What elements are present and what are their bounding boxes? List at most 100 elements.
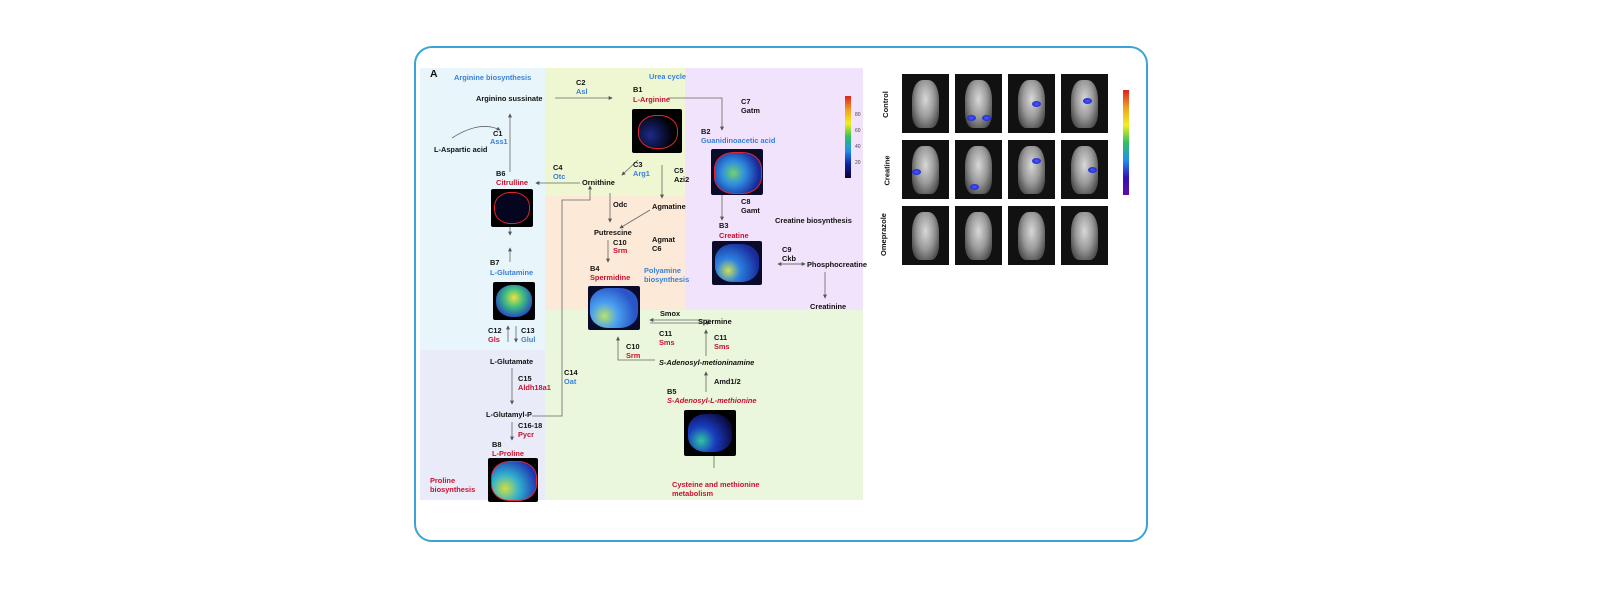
mouse-image [1061,206,1108,265]
b2-name: Guanidinoacetic acid [701,136,776,145]
mouse-image [1061,140,1108,199]
signal-spot [1087,166,1097,173]
mouse-body [912,211,939,261]
panel-letter: A [430,68,438,80]
c2-name: Asl [576,87,588,96]
signal-spot [912,169,922,176]
mouse-image [955,74,1002,133]
c9-code: C9 [782,245,792,254]
mouse-body [965,79,992,129]
c10b-name: Srm [626,351,641,360]
c10a-name: Srm [613,246,628,255]
c14-code: C14 [564,368,578,377]
mouse-colorbar [1123,90,1129,195]
creatinine: Creatinine [810,302,847,311]
c13-code: C13 [521,326,535,335]
row-label-creatine: Creatine [882,155,892,186]
image-b7 [493,282,535,320]
b2-code: B2 [701,127,711,136]
l-glutamate: L-Glutamate [490,357,534,366]
c7-name: Gatm [741,106,760,115]
colorbar-tick-0: 80 [855,112,861,118]
c2-code: C2 [576,78,586,87]
mouse-image [1008,74,1055,133]
image-b5 [684,410,736,456]
image-b3 [712,241,762,285]
ornithine: Ornithine [582,178,615,187]
b4-code: B4 [590,264,600,273]
c5-name: Azi2 [674,175,690,184]
odc-label: Odc [613,200,628,209]
c11b-name: Sms [714,342,730,351]
b3-code: B3 [719,221,729,230]
c4-code: C4 [553,163,563,172]
c12-name: Gls [488,335,500,344]
image-b4 [588,286,640,330]
phosphocreatine: Phosphocreatine [807,260,867,269]
spermine: Spermine [698,317,732,326]
c16-code: C16-18 [518,421,543,430]
signal-spot [969,184,979,191]
b4-name: Spermidine [590,273,631,282]
c10b-code: C10 [626,342,640,351]
signal-spot [1082,97,1092,104]
s-adenosyl-metioninamine: S-Adenosyl-metioninamine [659,358,755,367]
mouse-image [902,206,949,265]
mouse-body [912,79,939,129]
c13-name: Glul [521,335,536,344]
proline-title: Proline biosynthesis [430,476,476,494]
l-glutamyl-p: L-Glutamyl-P [486,410,532,419]
b8-name: L-Proline [492,449,525,458]
b1-name: L-Arginine [633,95,670,104]
mouse-body [1071,211,1098,261]
cysteine-title: Cysteine and methionine metabolism [672,480,760,498]
signal-spot [1032,100,1042,107]
putrescine: Putrescine [594,228,632,237]
colorbar-tick-1: 60 [855,128,861,134]
image-b8 [488,458,538,502]
c1-code: C1 [493,129,503,138]
c4-name: Otc [553,172,566,181]
colorbar-tick-2: 40 [855,144,861,150]
c11a-code: C11 [659,329,673,338]
c16-name: Pycr [518,430,535,439]
image-b1 [632,109,682,153]
c9-name: Ckb [782,254,796,263]
c1-name: Ass1 [490,137,508,146]
b3-name: Creatine [719,231,749,240]
c12-code: C12 [488,326,502,335]
mouse-image [902,140,949,199]
creatine-title: Creatine biosynthesis [775,216,852,225]
signal-spot [967,115,977,122]
c7-code: C7 [741,97,751,106]
agmatine: Agmatine [652,202,686,211]
mouse-body [965,211,992,261]
mouse-body [1071,79,1098,129]
amd-label: Amd1/2 [714,377,741,386]
c15-code: C15 [518,374,532,383]
c6-name: Agmat C6 [652,235,675,253]
c3-code: C3 [633,160,643,169]
row-label-control: Control [880,91,890,118]
b7-code: B7 [490,258,500,267]
c14-name: Oat [564,377,577,386]
b7-name: L-Glutamine [490,268,534,277]
argininosuccinate: Arginino sussinate [476,94,543,103]
c5-code: C5 [674,166,684,175]
c11b-code: C11 [714,333,728,342]
mouse-image [1061,74,1108,133]
urea-title: Urea cycle [649,72,686,81]
mouse-body [1018,211,1045,261]
c15-name: Aldh18a1 [518,383,551,392]
c10a-code: C10 [613,238,627,247]
b1-code: B1 [633,85,643,94]
b6-name: Citrulline [496,178,529,187]
mouse-image [1008,206,1055,265]
signal-spot [1032,157,1042,164]
mouse-image [955,140,1002,199]
c8-code: C8 [741,197,751,206]
mouse-image [955,206,1002,265]
image-b6 [491,189,533,227]
aspartic-acid: L-Aspartic acid [434,145,488,154]
